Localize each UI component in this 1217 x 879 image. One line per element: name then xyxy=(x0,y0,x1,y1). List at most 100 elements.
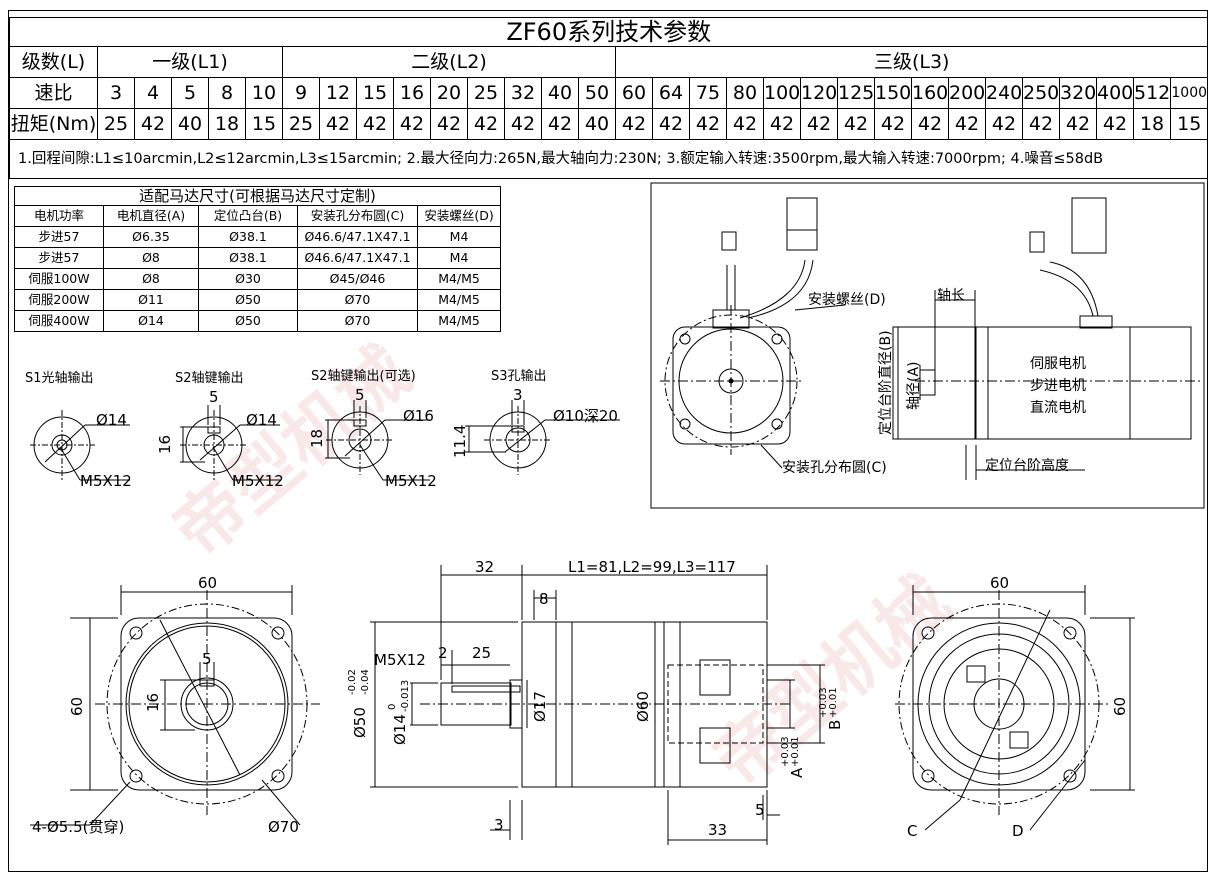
front-key-w: 5 xyxy=(202,650,212,668)
shaft-s1-view xyxy=(30,410,130,481)
side-view xyxy=(370,565,825,845)
torque-cell: 40 xyxy=(578,108,616,140)
drawing-frame xyxy=(8,10,1208,872)
torque-label: 扭矩(Nm) xyxy=(9,108,98,140)
torque-cell: 25 xyxy=(282,108,320,140)
shaft-s3-view xyxy=(465,400,620,475)
motor-cell: Ø30 xyxy=(198,268,298,290)
s3-title: S3孔输出 xyxy=(491,368,547,384)
motor-cell: M4 xyxy=(416,226,502,248)
motor-header: 电机功率 xyxy=(14,205,104,227)
torque-cell: 42 xyxy=(948,108,986,140)
side-d14-tol-bot: -0.013 xyxy=(400,680,411,712)
s2-title: S2轴键输出 xyxy=(175,370,244,386)
motor-cell: 伺服400W xyxy=(14,310,104,332)
s1-title: S1光轴输出 xyxy=(25,370,94,386)
side-33: 33 xyxy=(708,821,727,839)
ratio-cell: 50 xyxy=(578,77,616,109)
motor-table-title: 适配马达尺寸(可根据马达尺寸定制) xyxy=(13,186,502,206)
torque-cell: 42 xyxy=(1059,108,1097,140)
side-d14-tol-top: 0 xyxy=(387,704,398,710)
torque-cell: 15 xyxy=(245,108,283,140)
ratio-cell: 15 xyxy=(356,77,394,109)
side-2: 2 xyxy=(438,644,448,662)
level-label: 级数(L) xyxy=(9,46,98,78)
s2b-dia: Ø16 xyxy=(403,407,434,425)
motor-shaft-len-label: 轴长 xyxy=(937,288,965,304)
ratio-cell: 5 xyxy=(171,77,209,109)
motor-type-3: 直流电机 xyxy=(1030,399,1086,416)
level-l3: 三级(L3) xyxy=(614,46,1209,78)
torque-cell: 25 xyxy=(97,108,135,140)
side-b-tol-top: +0.03 xyxy=(818,687,829,718)
torque-cell: 42 xyxy=(652,108,690,140)
torque-cell: 42 xyxy=(615,108,653,140)
s3-dia: Ø10深20 xyxy=(553,407,618,425)
side-25: 25 xyxy=(472,644,491,662)
motor-type-2: 步进电机 xyxy=(1030,378,1086,394)
level-l1: 一级(L1) xyxy=(97,46,283,78)
motor-header: 安装孔分布圆(C) xyxy=(297,205,418,227)
ratio-cell: 125 xyxy=(837,77,875,109)
motor-cell: Ø50 xyxy=(198,310,298,332)
ratio-cell: 80 xyxy=(726,77,764,109)
torque-cell: 42 xyxy=(689,108,727,140)
rear-c: C xyxy=(907,822,917,840)
rear-width: 60 xyxy=(990,574,1009,592)
motor-cell: Ø70 xyxy=(297,310,418,332)
torque-cell: 42 xyxy=(1022,108,1060,140)
side-a-tol-top: +0.03 xyxy=(780,736,791,767)
ratio-cell: 160 xyxy=(911,77,949,109)
motor-cell: 伺服100W xyxy=(14,268,104,290)
torque-cell: 42 xyxy=(911,108,949,140)
motor-cell: 伺服200W xyxy=(14,289,104,311)
front-key-h: 16 xyxy=(144,693,162,712)
spec-table: ZF60系列技术参数 级数(L) 一级(L1) 二级(L2) 三级(L3) 速比… xyxy=(8,17,1209,179)
s2b-h: 18 xyxy=(308,429,326,448)
s2b-key: 5 xyxy=(355,386,365,404)
torque-cell: 40 xyxy=(171,108,209,140)
side-d50: Ø50 xyxy=(351,707,369,738)
s1-thread: M5X12 xyxy=(80,472,132,490)
motor-diagram-box xyxy=(650,182,1205,509)
s3-h: 11.4 xyxy=(451,425,469,458)
ratio-cell: 10 xyxy=(245,77,283,109)
torque-cell: 42 xyxy=(430,108,468,140)
torque-cell: 42 xyxy=(874,108,912,140)
motor-pcd-label: 安装孔分布圆(C) xyxy=(782,460,887,476)
motor-header: 电机直径(A) xyxy=(103,205,199,227)
motor-boss-h-label: 定位台阶高度 xyxy=(985,457,1069,474)
s2-key: 5 xyxy=(209,388,219,406)
torque-cell: 42 xyxy=(134,108,172,140)
motor-cell: M4 xyxy=(416,247,502,269)
rear-d: D xyxy=(1012,822,1024,840)
ratio-cell: 9 xyxy=(282,77,320,109)
spec-note: 1.回程间隙:L1≤10arcmin,L2≤12arcmin,L3≤15arcm… xyxy=(8,139,1209,179)
front-view xyxy=(30,585,320,826)
motor-front-view xyxy=(660,197,818,455)
motor-cell: M4/M5 xyxy=(416,310,502,332)
side-d50-tol-top: -0.02 xyxy=(347,669,358,695)
torque-cell: 18 xyxy=(1133,108,1171,140)
s2-dia: Ø14 xyxy=(246,411,277,429)
side-5: 5 xyxy=(755,801,765,819)
side-32: 32 xyxy=(475,558,494,576)
ratio-cell: 240 xyxy=(985,77,1023,109)
torque-cell: 42 xyxy=(1096,108,1134,140)
ratio-cell: 400 xyxy=(1096,77,1134,109)
side-a-tol-bot: +0.01 xyxy=(790,736,801,767)
side-len: L1=81,L2=99,L3=117 xyxy=(568,558,736,576)
front-pcd-label: Ø70 xyxy=(268,818,299,836)
front-width: 60 xyxy=(198,574,217,592)
ratio-cell: 512 xyxy=(1133,77,1171,109)
torque-cell: 42 xyxy=(837,108,875,140)
side-b: B xyxy=(826,720,844,730)
motor-side-view xyxy=(892,197,1200,480)
svg-text:帝型机械: 帝型机械 xyxy=(698,560,965,803)
motor-cell: Ø38.1 xyxy=(198,226,298,248)
side-b-tol-bot: +0.01 xyxy=(828,687,839,718)
